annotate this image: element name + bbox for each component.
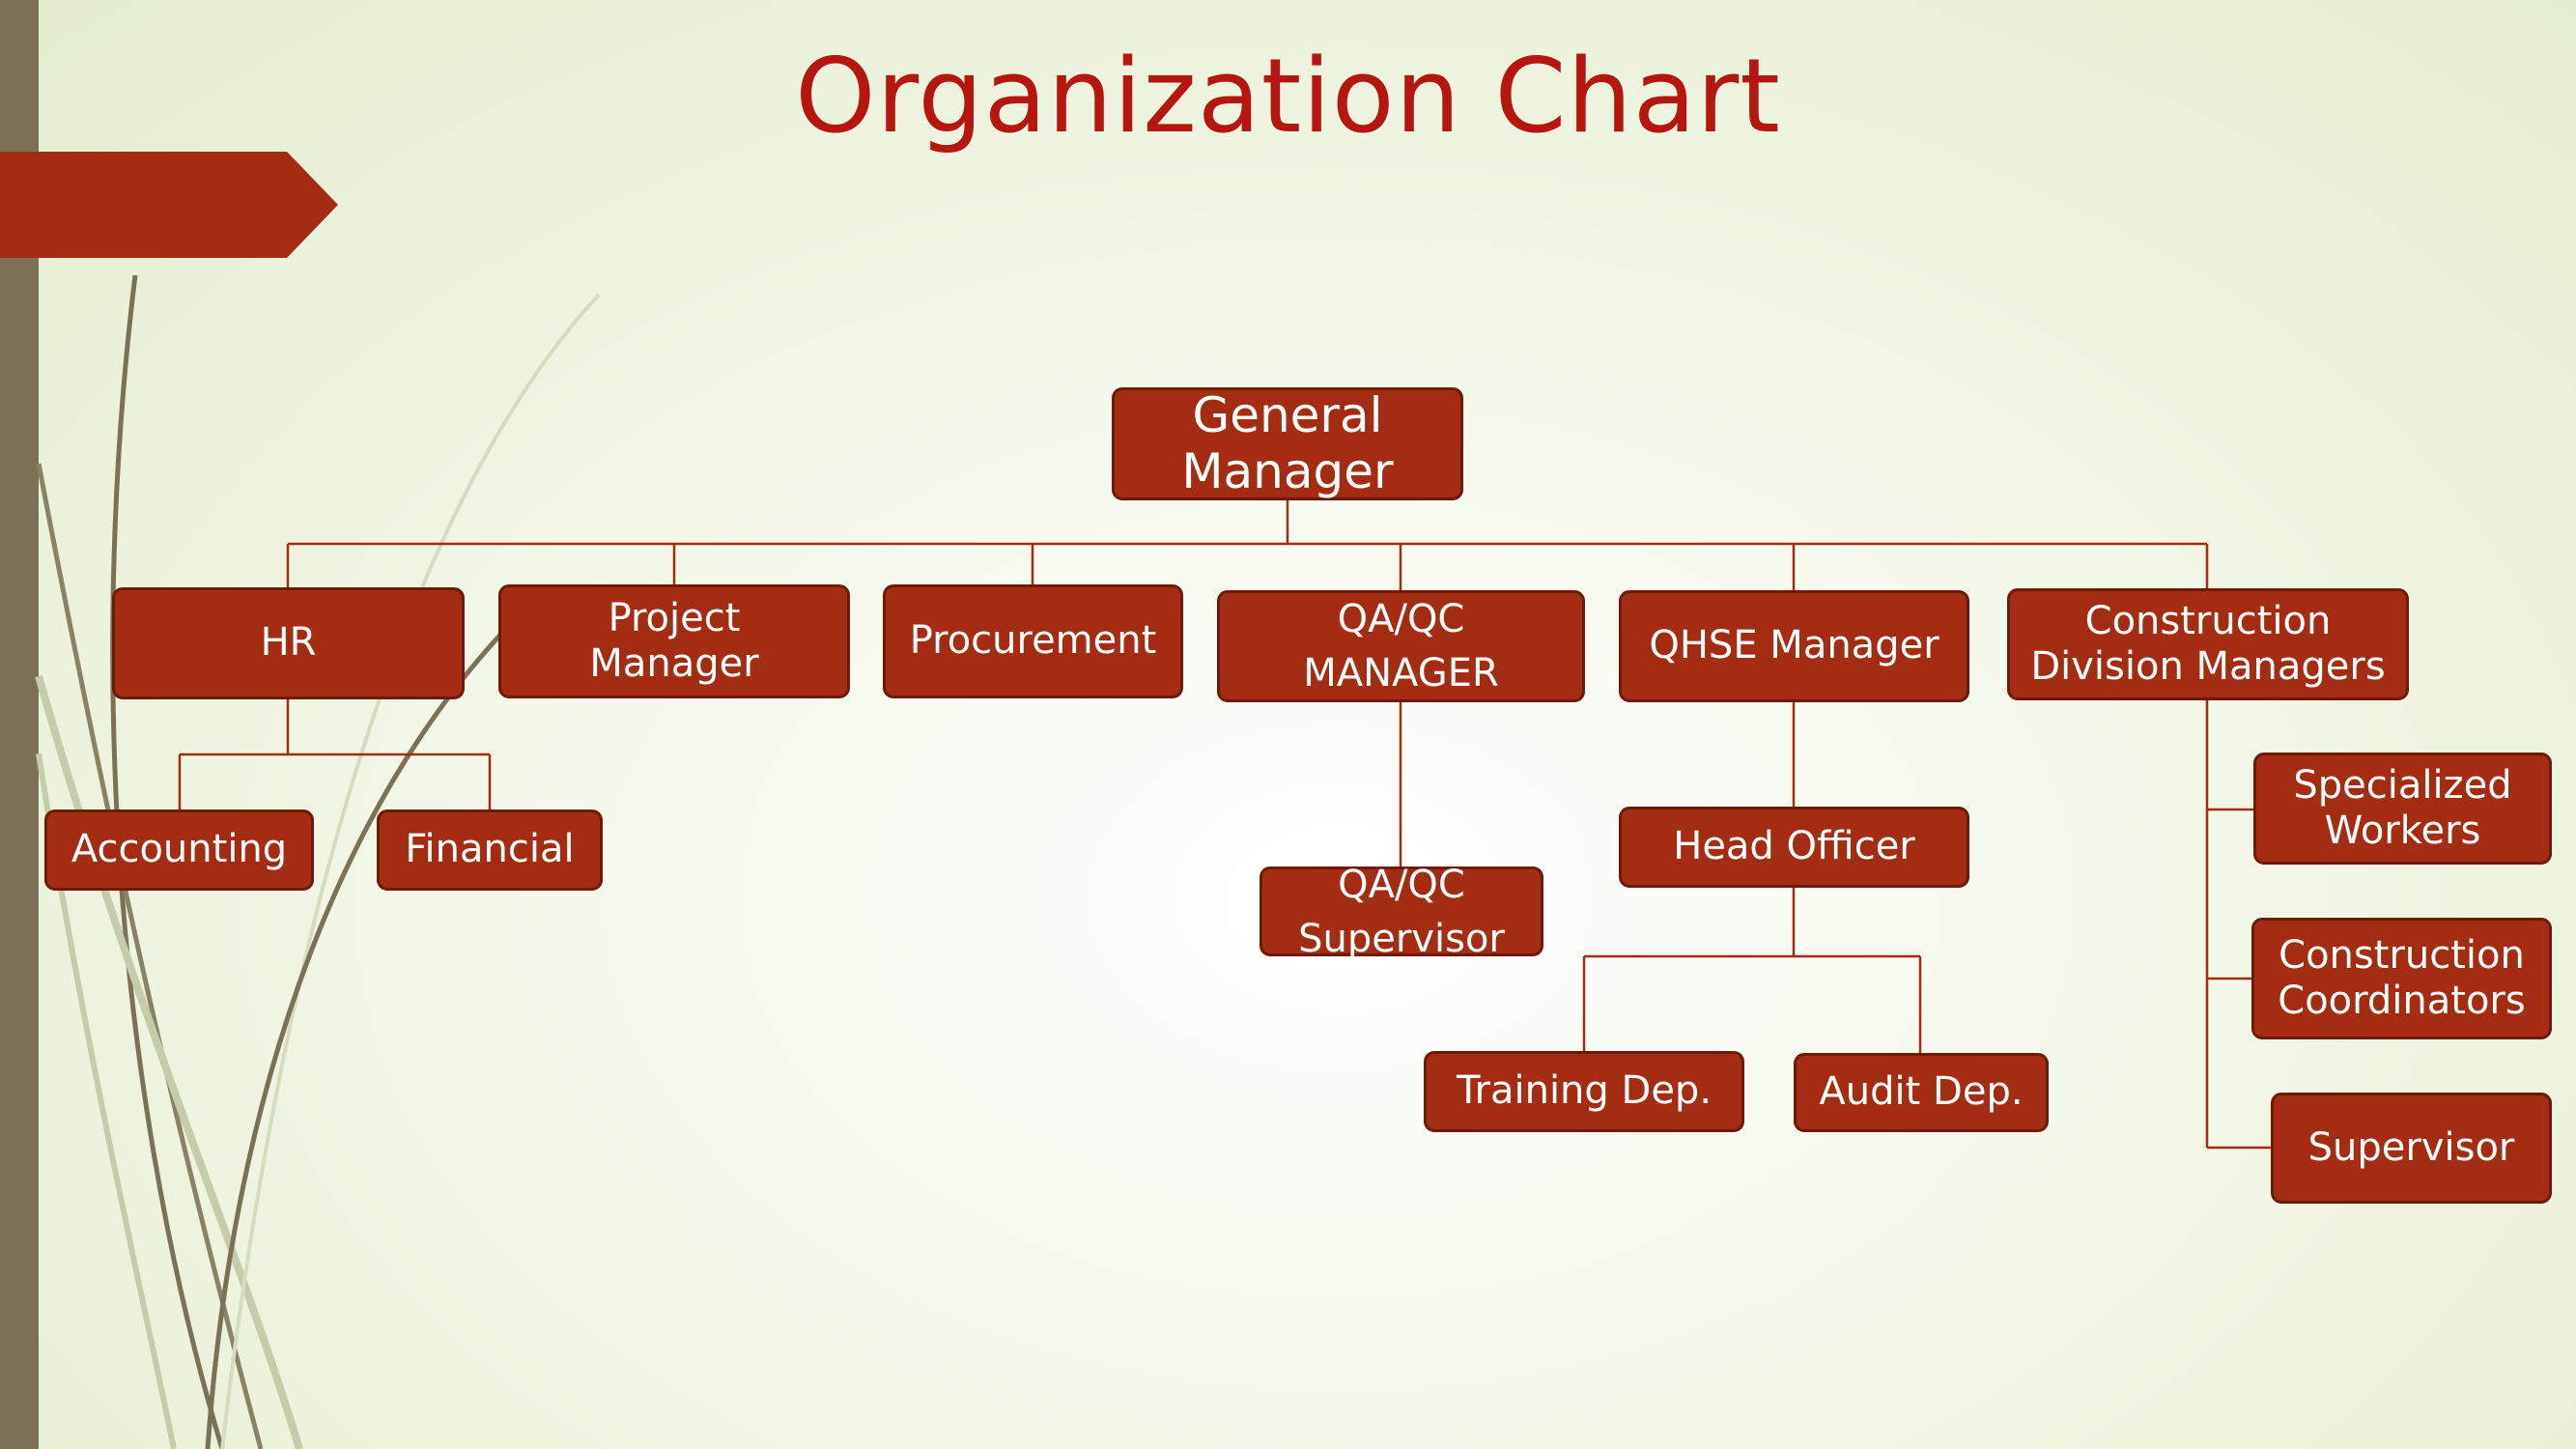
financial-label: Financial <box>405 827 575 872</box>
general-manager-box: General Manager <box>1112 387 1463 500</box>
procurement-box: Procurement <box>883 584 1183 698</box>
project-manager-box: Project Manager <box>498 584 850 698</box>
decorative-curve <box>36 463 264 1449</box>
accounting-label: Accounting <box>71 827 288 872</box>
hr-box: HR <box>112 587 465 699</box>
specialized-workers-label: Specialized Workers <box>2293 762 2512 853</box>
qaqc-supervisor-label: QA/QC Supervisor <box>1298 862 1505 961</box>
decorative-curve <box>205 631 504 1449</box>
qhse-manager-box: QHSE Manager <box>1619 590 1969 702</box>
title-arrow-banner <box>0 152 338 258</box>
decorative-curve <box>220 293 601 1449</box>
construction-coordinators-box: Construction Coordinators <box>2251 918 2552 1039</box>
head-officer-box: Head Officer <box>1619 807 1969 888</box>
qaqc-supervisor-box: QA/QC Supervisor <box>1260 863 1543 961</box>
general-manager-label: General Manager <box>1181 387 1394 499</box>
project-manager-label: Project Manager <box>589 595 759 686</box>
supervisor-label: Supervisor <box>2307 1124 2515 1170</box>
training-dep-box: Training Dep. <box>1424 1051 1744 1132</box>
qhse-manager-label: QHSE Manager <box>1649 623 1939 668</box>
hr-label: HR <box>260 620 317 666</box>
accounting-box: Accounting <box>44 810 314 891</box>
specialized-workers-box: Specialized Workers <box>2253 753 2552 865</box>
financial-box: Financial <box>377 810 603 891</box>
qaqc-manager-box: QA/QC MANAGER <box>1217 590 1585 702</box>
construction-division-managers-box: Construction Division Managers <box>2007 588 2409 700</box>
page-title: Organization Chart <box>795 37 1781 156</box>
training-dep-label: Training Dep. <box>1456 1068 1713 1114</box>
audit-dep-label: Audit Dep. <box>1819 1069 2024 1115</box>
audit-dep-box: Audit Dep. <box>1794 1053 2049 1132</box>
supervisor-box: Supervisor <box>2271 1093 2552 1204</box>
construction-division-managers-label: Construction Division Managers <box>2030 598 2386 689</box>
construction-coordinators-label: Construction Coordinators <box>2278 932 2526 1023</box>
head-officer-label: Head Officer <box>1673 824 1915 869</box>
procurement-label: Procurement <box>909 618 1157 664</box>
qaqc-manager-label: QA/QC MANAGER <box>1303 597 1499 696</box>
